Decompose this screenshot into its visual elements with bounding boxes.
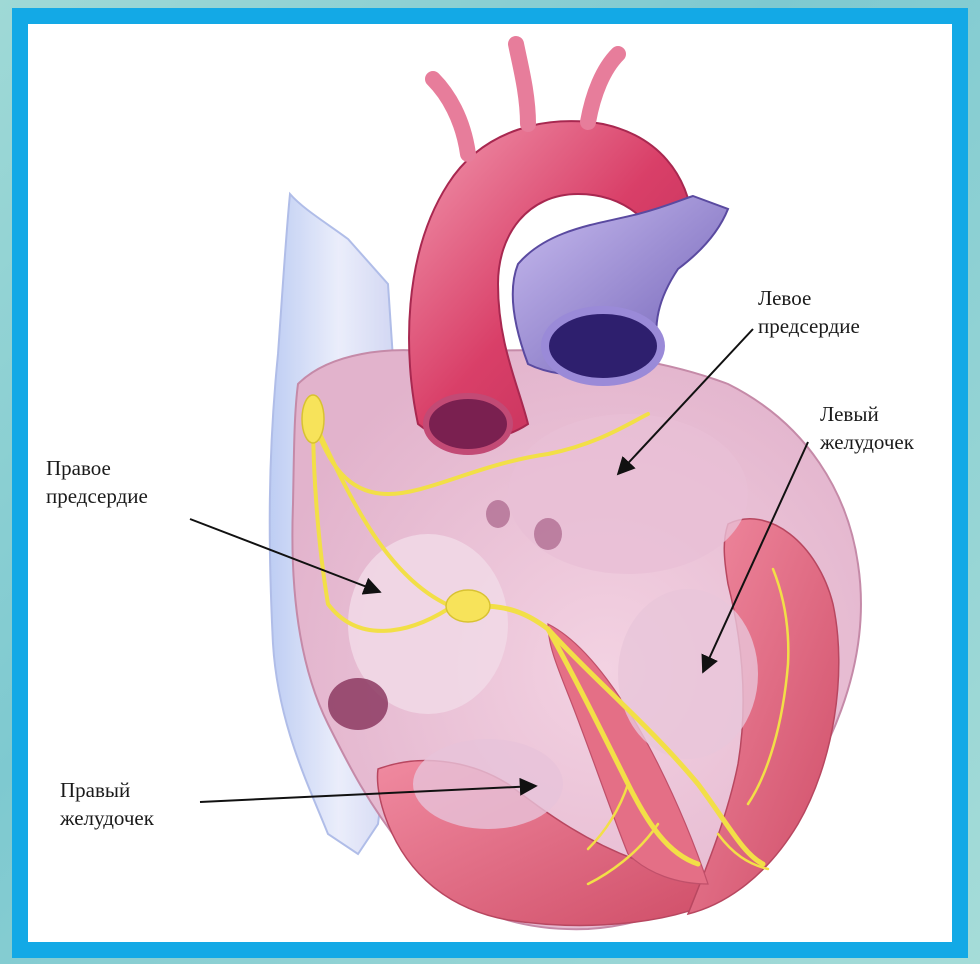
label-right-ventricle: Правый желудочек (60, 776, 154, 832)
atrioventricular-node (446, 590, 490, 622)
left-atrium-chamber (508, 414, 748, 574)
aortic-branch (433, 79, 468, 154)
coronary-sinus-opening (328, 678, 388, 730)
label-right-atrium-line2: предсердие (46, 482, 148, 510)
pulmonary-vein-opening (534, 518, 562, 550)
left-ventricle-chamber (618, 589, 758, 759)
heart-conduction-illustration (28, 24, 952, 942)
label-right-atrium: Правое предсердие (46, 454, 148, 510)
label-left-atrium-line2: предсердие (758, 312, 860, 340)
label-left-ventricle-line1: Левый (820, 400, 914, 428)
aortic-branch (516, 44, 528, 124)
right-ventricle-chamber (413, 739, 563, 829)
diagram-panel: Левое предсердие Левый желудочек Правое … (28, 24, 952, 942)
pulmonary-vein-opening (486, 500, 510, 528)
label-left-atrium: Левое предсердие (758, 284, 860, 340)
label-right-ventricle-line2: желудочек (60, 804, 154, 832)
label-right-ventricle-line1: Правый (60, 776, 154, 804)
label-right-atrium-line1: Правое (46, 454, 148, 482)
sinoatrial-node (302, 395, 324, 443)
pulmonary-lumen (545, 310, 661, 382)
label-left-ventricle-line2: желудочек (820, 428, 914, 456)
label-left-ventricle: Левый желудочек (820, 400, 914, 456)
label-left-atrium-line1: Левое (758, 284, 860, 312)
aortic-branch (588, 54, 618, 122)
aorta-lumen (426, 396, 510, 452)
